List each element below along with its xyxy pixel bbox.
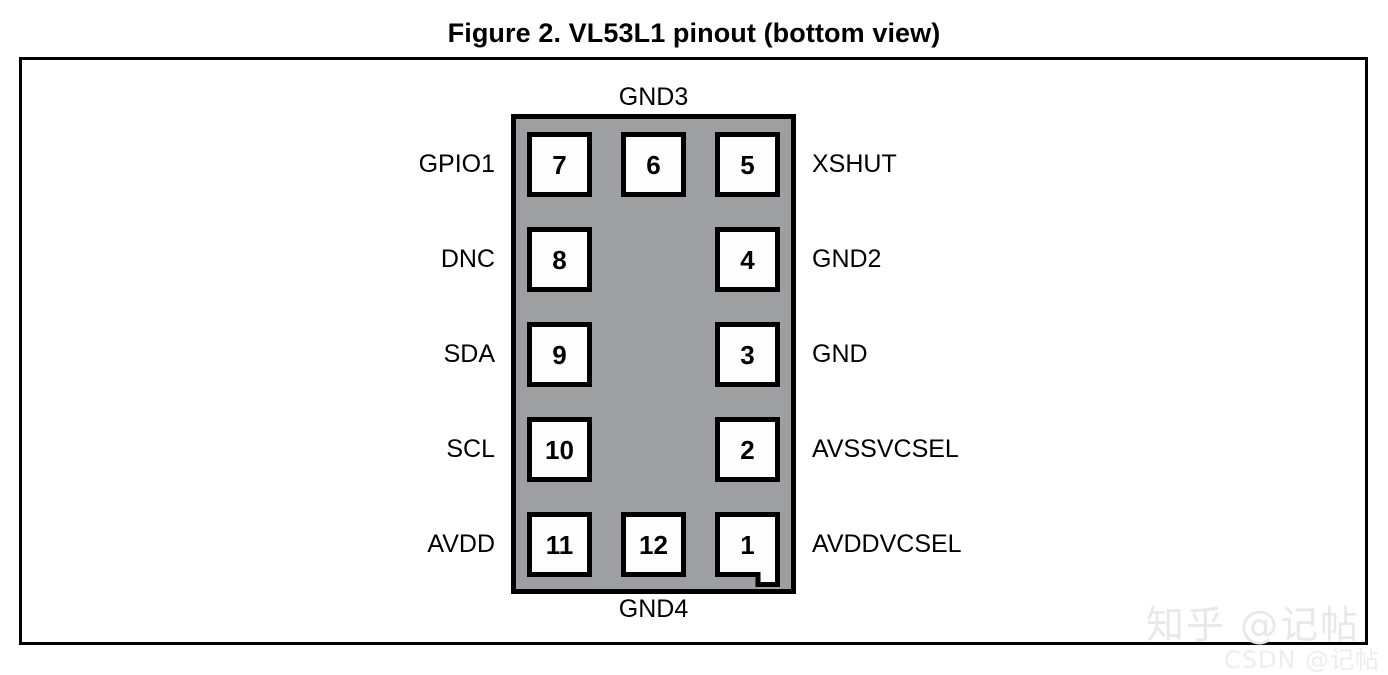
pin-label-dnc: DNC bbox=[440, 245, 495, 273]
pin-label-avdd: AVDD bbox=[427, 530, 495, 558]
pin-label-sda: SDA bbox=[443, 340, 495, 368]
pad-number-11: 11 bbox=[545, 529, 574, 560]
pad-pin-2[interactable]: 2 bbox=[715, 417, 780, 482]
pad-number-6: 6 bbox=[646, 149, 661, 180]
pin-label-wrap-row3-left: SDA bbox=[195, 342, 495, 367]
pin1-indicator-icon bbox=[715, 512, 780, 587]
edge-label-gnd3: GND3 bbox=[618, 83, 689, 111]
pad-pin-11[interactable]: 11 bbox=[527, 512, 592, 577]
pin-label-wrap-row2-left: DNC bbox=[195, 247, 495, 272]
pin-label-xshut: XSHUT bbox=[812, 150, 897, 178]
watermark-csdn: CSDN @记帖 bbox=[1224, 646, 1381, 674]
pad-number-7: 7 bbox=[552, 149, 567, 180]
pin-label-wrap-row1-right: XSHUT bbox=[812, 152, 1212, 177]
pad-pin-10[interactable]: 10 bbox=[527, 417, 592, 482]
pin-label-avssvcsel: AVSSVCSEL bbox=[812, 435, 959, 463]
pin-label-gpio1: GPIO1 bbox=[418, 150, 495, 178]
pin-label-gnd: GND bbox=[812, 340, 868, 368]
pad-pin-4[interactable]: 4 bbox=[715, 227, 780, 292]
pad-number-3: 3 bbox=[740, 339, 755, 370]
pin-label-wrap-row4-left: SCL bbox=[195, 437, 495, 462]
pin-label-gnd2: GND2 bbox=[812, 245, 882, 273]
pad-number-12: 12 bbox=[639, 529, 668, 560]
pin-label-wrap-row5-right: AVDDVCSEL bbox=[812, 532, 1212, 557]
pad-number-9: 9 bbox=[552, 339, 567, 370]
pin-label-avddvcsel: AVDDVCSEL bbox=[812, 530, 962, 558]
pin-label-wrap-row2-right: GND2 bbox=[812, 247, 1212, 272]
pad-pin-1[interactable]: 1 bbox=[715, 512, 780, 587]
pad-number-5: 5 bbox=[740, 149, 755, 180]
pad-pin-5[interactable]: 5 bbox=[715, 132, 780, 197]
pad-number-1: 1 bbox=[740, 529, 755, 560]
pad-number-4: 4 bbox=[740, 244, 755, 275]
pin-label-wrap-row4-right: AVSSVCSEL bbox=[812, 437, 1212, 462]
pad-pin-12[interactable]: 12 bbox=[621, 512, 686, 577]
pin-label-wrap-row3-right: GND bbox=[812, 342, 1212, 367]
pin-label-wrap-row5-left: AVDD bbox=[195, 532, 495, 557]
pad-number-2: 2 bbox=[740, 434, 755, 465]
pad-pin-3[interactable]: 3 bbox=[715, 322, 780, 387]
pin-label-scl: SCL bbox=[446, 435, 495, 463]
figure-title: Figure 2. VL53L1 pinout (bottom view) bbox=[447, 18, 941, 48]
watermark-zhihu: 知乎 @记帖 bbox=[1146, 603, 1361, 647]
edge-label-gnd4: GND4 bbox=[618, 595, 689, 623]
pad-pin-6[interactable]: 6 bbox=[621, 132, 686, 197]
pad-number-10: 10 bbox=[545, 434, 574, 465]
pad-pin-8[interactable]: 8 bbox=[527, 227, 592, 292]
pin-label-wrap-row1-left: GPIO1 bbox=[195, 152, 495, 177]
pad-pin-7[interactable]: 7 bbox=[527, 132, 592, 197]
pad-pin-9[interactable]: 9 bbox=[527, 322, 592, 387]
pad-number-8: 8 bbox=[552, 244, 567, 275]
